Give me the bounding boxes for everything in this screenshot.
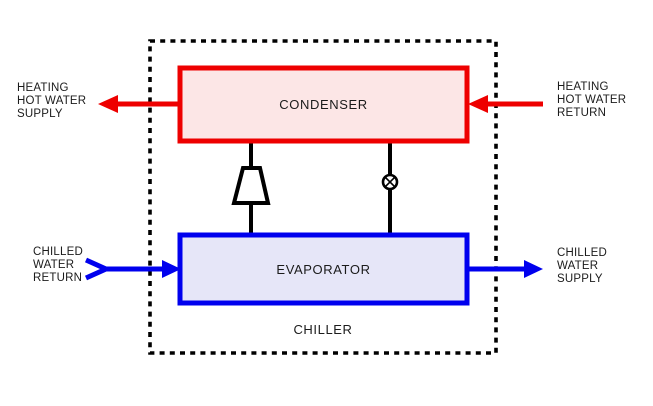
chilled-supply-arrowhead bbox=[524, 260, 543, 278]
chiller-boundary bbox=[148, 39, 498, 355]
heating-hot-water-supply-label: HEATING HOT WATER SUPPLY bbox=[17, 82, 87, 120]
evaporator-label: EVAPORATOR bbox=[276, 261, 371, 277]
chilled-return-chevron bbox=[84, 257, 113, 281]
condenser-label: CONDENSER bbox=[279, 97, 368, 112]
heating-supply-arrowhead bbox=[98, 95, 118, 113]
chilled-water-supply-label: CHILLED WATER SUPPLY bbox=[557, 247, 607, 285]
heating-return-arrowhead bbox=[468, 95, 488, 113]
compressor-icon bbox=[231, 166, 271, 205]
chilled-return-arrowhead bbox=[162, 260, 181, 278]
heating-hot-water-return-label: HEATING HOT WATER RETURN bbox=[557, 81, 627, 119]
chilled-water-return-label: CHILLED WATER RETURN bbox=[33, 246, 83, 284]
condenser-box bbox=[177, 65, 470, 144]
expansion-valve-x-stroke bbox=[384, 177, 396, 187]
chiller-label: CHILLER bbox=[293, 322, 353, 337]
